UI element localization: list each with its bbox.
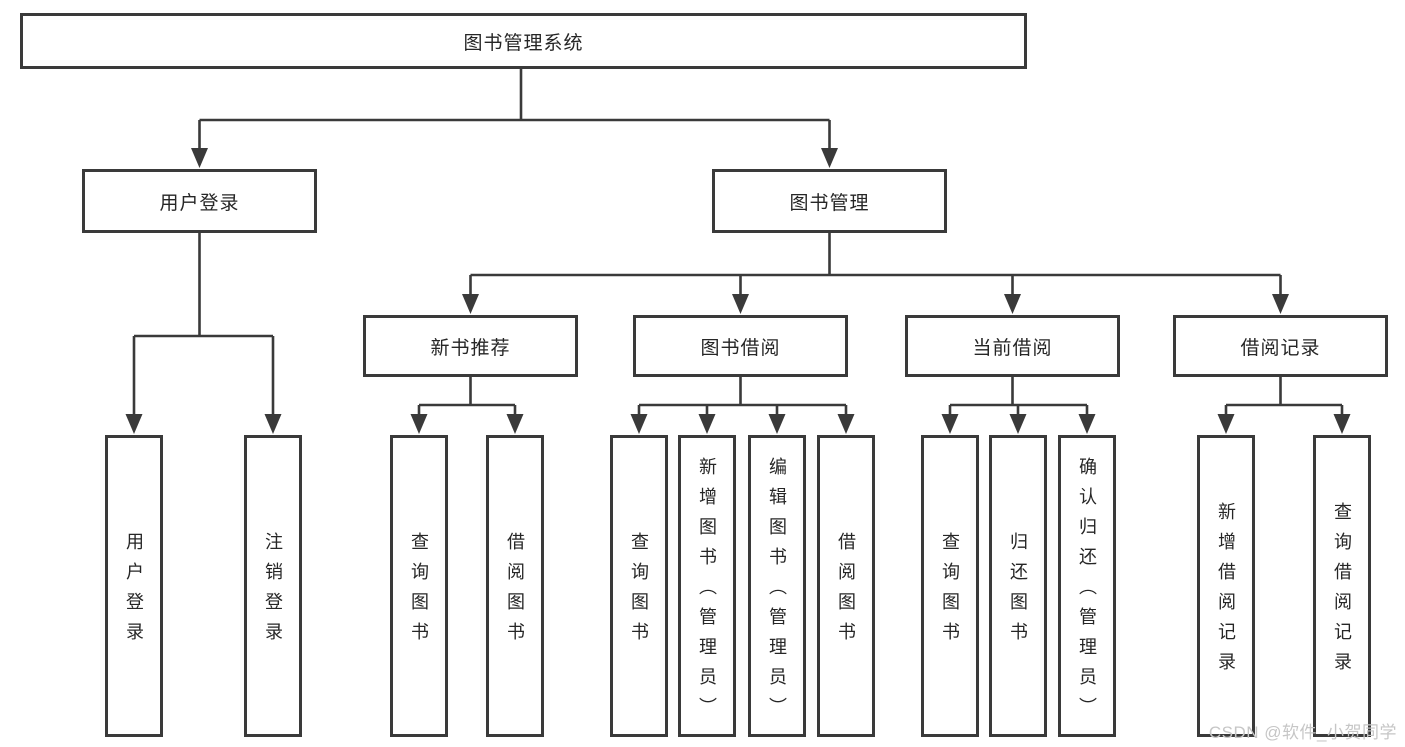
- arrow-down-icon: [125, 414, 143, 434]
- node-label: 借阅记录: [1240, 337, 1321, 359]
- node-label: 借阅图书: [505, 532, 525, 652]
- leaf-query-books-borrow: 查询图书: [610, 435, 668, 737]
- arrow-down-icon: [821, 148, 838, 168]
- node-label: 查询图书: [629, 532, 649, 652]
- node-book-management: 图书管理: [712, 169, 947, 233]
- arrow-down-icon: [732, 294, 749, 314]
- arrow-down-icon: [1078, 414, 1096, 434]
- node-label: 查询图书: [409, 532, 429, 652]
- arrow-down-icon: [191, 148, 208, 168]
- node-borrow-records: 借阅记录: [1173, 315, 1388, 377]
- node-label: 归还图书: [1008, 532, 1028, 652]
- leaf-query-books-recommend: 查询图书: [390, 435, 448, 737]
- node-current-borrow: 当前借阅: [905, 315, 1120, 377]
- arrow-down-icon: [941, 414, 959, 434]
- arrow-down-icon: [1009, 414, 1027, 434]
- arrow-down-icon: [1217, 414, 1235, 434]
- leaf-borrow-books-recommend: 借阅图书: [486, 435, 544, 737]
- node-book-borrow: 图书借阅: [633, 315, 848, 377]
- arrow-down-icon: [698, 414, 716, 434]
- leaf-edit-books-admin: 编辑图书（管理员）: [748, 435, 806, 737]
- node-user-login: 用户登录: [82, 169, 317, 233]
- node-label: 用户登录: [159, 192, 240, 214]
- leaf-query-borrow-record: 查询借阅记录: [1313, 435, 1371, 737]
- arrow-down-icon: [768, 414, 786, 434]
- leaf-borrow-books: 借阅图书: [817, 435, 875, 737]
- node-label: 查询图书: [940, 532, 960, 652]
- leaf-return-books: 归还图书: [989, 435, 1047, 737]
- arrow-down-icon: [1272, 294, 1289, 314]
- node-label: 注销登录: [263, 532, 283, 652]
- node-label: 图书管理系统: [463, 32, 584, 54]
- node-label: 当前借阅: [972, 337, 1053, 359]
- node-new-book-recommend: 新书推荐: [363, 315, 578, 377]
- arrow-down-icon: [264, 414, 282, 434]
- node-label: 新增借阅记录: [1216, 502, 1236, 682]
- node-label: 编辑图书（管理员）: [767, 457, 787, 727]
- node-label: 新增图书（管理员）: [697, 457, 717, 727]
- arrow-down-icon: [410, 414, 428, 434]
- node-label: 图书借阅: [700, 337, 781, 359]
- leaf-add-books-admin: 新增图书（管理员）: [678, 435, 736, 737]
- leaf-user-login: 用户登录: [105, 435, 163, 737]
- arrow-down-icon: [462, 294, 479, 314]
- node-root: 图书管理系统: [20, 13, 1027, 69]
- node-label: 确认归还（管理员）: [1077, 457, 1097, 727]
- node-label: 借阅图书: [836, 532, 856, 652]
- leaf-query-books-current: 查询图书: [921, 435, 979, 737]
- leaf-logout-login: 注销登录: [244, 435, 302, 737]
- arrow-down-icon: [1333, 414, 1351, 434]
- arrow-down-icon: [1004, 294, 1021, 314]
- node-label: 图书管理: [789, 192, 870, 214]
- node-label: 用户登录: [124, 532, 144, 652]
- leaf-add-borrow-record: 新增借阅记录: [1197, 435, 1255, 737]
- node-label: 新书推荐: [430, 337, 511, 359]
- node-label: 查询借阅记录: [1332, 502, 1352, 682]
- arrow-down-icon: [630, 414, 648, 434]
- arrow-down-icon: [837, 414, 855, 434]
- arrow-down-icon: [506, 414, 524, 434]
- leaf-confirm-return-admin: 确认归还（管理员）: [1058, 435, 1116, 737]
